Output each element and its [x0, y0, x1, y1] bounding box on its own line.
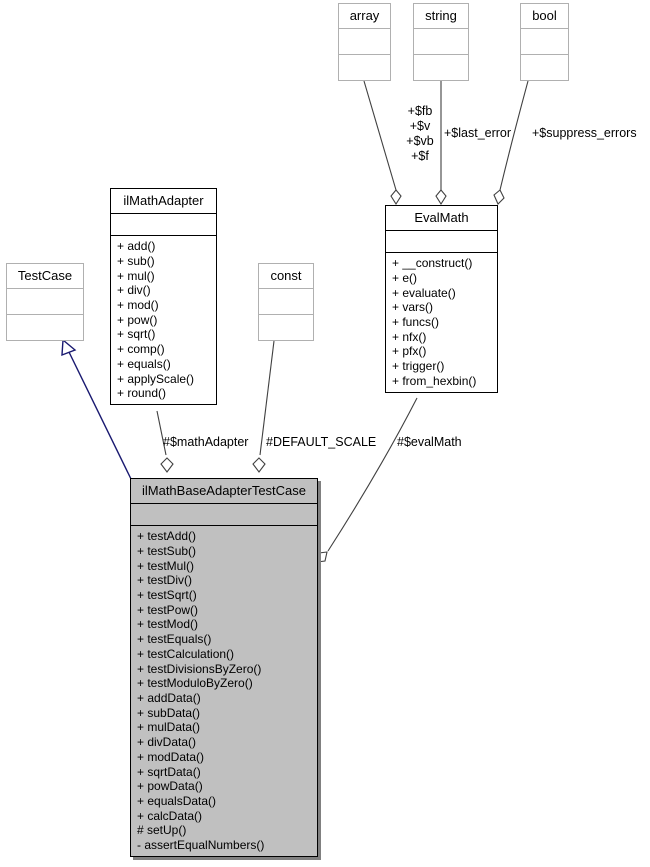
class-member-row: + e() [392, 270, 418, 285]
class-member-row: + testSub() [137, 543, 197, 558]
diamond-bool-evalmath [493, 189, 505, 205]
class-member-row: + testDivisionsByZero() [137, 661, 262, 676]
class-node-ilmathadapter[interactable]: ilMathAdapter + add()+ sub()+ mul()+ div… [110, 188, 217, 405]
edge-evalmath-to-main [327, 397, 418, 552]
edge-label-const-to-main: #DEFAULT_SCALE [266, 435, 377, 449]
class-member-row: + addData() [137, 690, 201, 705]
class-attributes-const [259, 289, 313, 316]
class-name-bool: bool [521, 4, 568, 30]
edge-label-string-to-evalmath: +$last_error [444, 126, 512, 140]
class-member-row: + round() [117, 386, 167, 401]
class-name-testcase: TestCase [7, 264, 83, 290]
class-member-row: + mulData() [137, 720, 201, 735]
arrowhead-generalization-testcase [61, 338, 77, 357]
class-member-row: + testModuloByZero() [137, 676, 253, 691]
class-attributes-array [339, 29, 390, 56]
class-operations-const [259, 315, 313, 341]
class-member-row: + pow() [117, 312, 158, 327]
edge-label-bool-to-evalmath: +$suppress_errors [532, 126, 637, 140]
class-member-row: + nfx() [392, 329, 427, 344]
diamond-string-evalmath [435, 189, 447, 206]
class-name-array: array [339, 4, 390, 30]
class-member-row: + subData() [137, 705, 201, 720]
diamond-evalmath-main [316, 551, 328, 563]
class-member-row: + testAdd() [137, 529, 197, 544]
class-attributes-ilmathadapter [111, 214, 216, 237]
class-name-ilmathadapter: ilMathAdapter [111, 189, 216, 215]
class-attributes-testcase [7, 289, 83, 316]
class-member-row: + calcData() [137, 808, 203, 823]
edge-label-line: +$fb [407, 104, 433, 118]
class-member-row: + funcs() [392, 315, 440, 330]
class-operations-bool [521, 55, 568, 81]
class-attributes-ilmathbaseadaptertestcase [131, 504, 317, 527]
edge-label-adapter-to-main: #$mathAdapter [163, 435, 249, 449]
class-member-row: # setUp() [137, 823, 187, 838]
class-attributes-bool [521, 29, 568, 56]
class-member-row: + pfx() [392, 344, 427, 359]
class-name-const: const [259, 264, 313, 290]
class-operations-testcase [7, 315, 83, 341]
class-operations-ilmathadapter: + add()+ sub()+ mul()+ div()+ mod()+ pow… [111, 236, 216, 404]
edge-label-array-to-evalmath: +$fb +$v +$vb +$f [392, 104, 448, 164]
class-member-row: + sqrt() [117, 327, 156, 342]
class-member-row: + mul() [117, 268, 155, 283]
diamond-const-main [252, 457, 266, 473]
class-node-bool[interactable]: bool [520, 3, 569, 81]
class-member-row: + trigger() [392, 359, 445, 374]
edge-label-line: +$v [409, 119, 431, 133]
class-member-row: + sub() [117, 253, 155, 268]
class-member-row: + equalsData() [137, 793, 217, 808]
class-attributes-string [414, 29, 468, 56]
class-operations-ilmathbaseadaptertestcase: + testAdd()+ testSub()+ testMul()+ testD… [131, 526, 317, 856]
class-member-row: - assertEqualNumbers() [137, 838, 265, 853]
class-member-row: + vars() [392, 300, 434, 315]
class-node-ilmathbaseadaptertestcase[interactable]: ilMathBaseAdapterTestCase + testAdd()+ t… [130, 478, 318, 857]
class-name-ilmathbaseadaptertestcase: ilMathBaseAdapterTestCase [131, 479, 317, 505]
class-member-row: + testDiv() [137, 573, 193, 588]
class-member-row: + mod() [117, 298, 159, 313]
class-node-string[interactable]: string [413, 3, 469, 81]
class-member-row: + testCalculation() [137, 646, 235, 661]
class-name-evalmath: EvalMath [386, 206, 497, 232]
class-member-row: + evaluate() [392, 285, 456, 300]
class-member-row: + add() [117, 239, 156, 254]
class-member-row: + modData() [137, 749, 205, 764]
class-node-array[interactable]: array [338, 3, 391, 81]
class-member-row: + testMul() [137, 558, 195, 573]
class-node-testcase[interactable]: TestCase [6, 263, 84, 341]
class-member-row: + sqrtData() [137, 764, 201, 779]
class-member-row: + __construct() [392, 256, 473, 271]
class-node-const[interactable]: const [258, 263, 314, 341]
class-member-row: + comp() [117, 342, 165, 357]
class-member-row: + div() [117, 283, 151, 298]
class-member-row: + testSqrt() [137, 588, 197, 603]
edge-label-line: +$vb [406, 134, 434, 148]
class-operations-evalmath: + __construct()+ e()+ evaluate()+ vars()… [386, 253, 497, 391]
edge-label-evalmath-to-main: #$evalMath [397, 435, 462, 449]
class-member-row: + divData() [137, 735, 197, 750]
diamond-array-evalmath [390, 189, 402, 206]
class-member-row: + from_hexbin() [392, 373, 477, 388]
class-member-row: + testEquals() [137, 632, 212, 647]
class-operations-array [339, 55, 390, 81]
class-operations-string [414, 55, 468, 81]
class-member-row: + testMod() [137, 617, 199, 632]
class-member-row: + equals() [117, 356, 171, 371]
diamond-adapter-main [160, 457, 174, 473]
class-name-string: string [414, 4, 468, 30]
class-member-row: + powData() [137, 779, 203, 794]
class-member-row: + applyScale() [117, 371, 195, 386]
class-member-row: + testPow() [137, 602, 199, 617]
class-attributes-evalmath [386, 231, 497, 254]
edge-label-line: +$f [411, 149, 429, 163]
class-node-evalmath[interactable]: EvalMath + __construct()+ e()+ evaluate(… [385, 205, 498, 393]
